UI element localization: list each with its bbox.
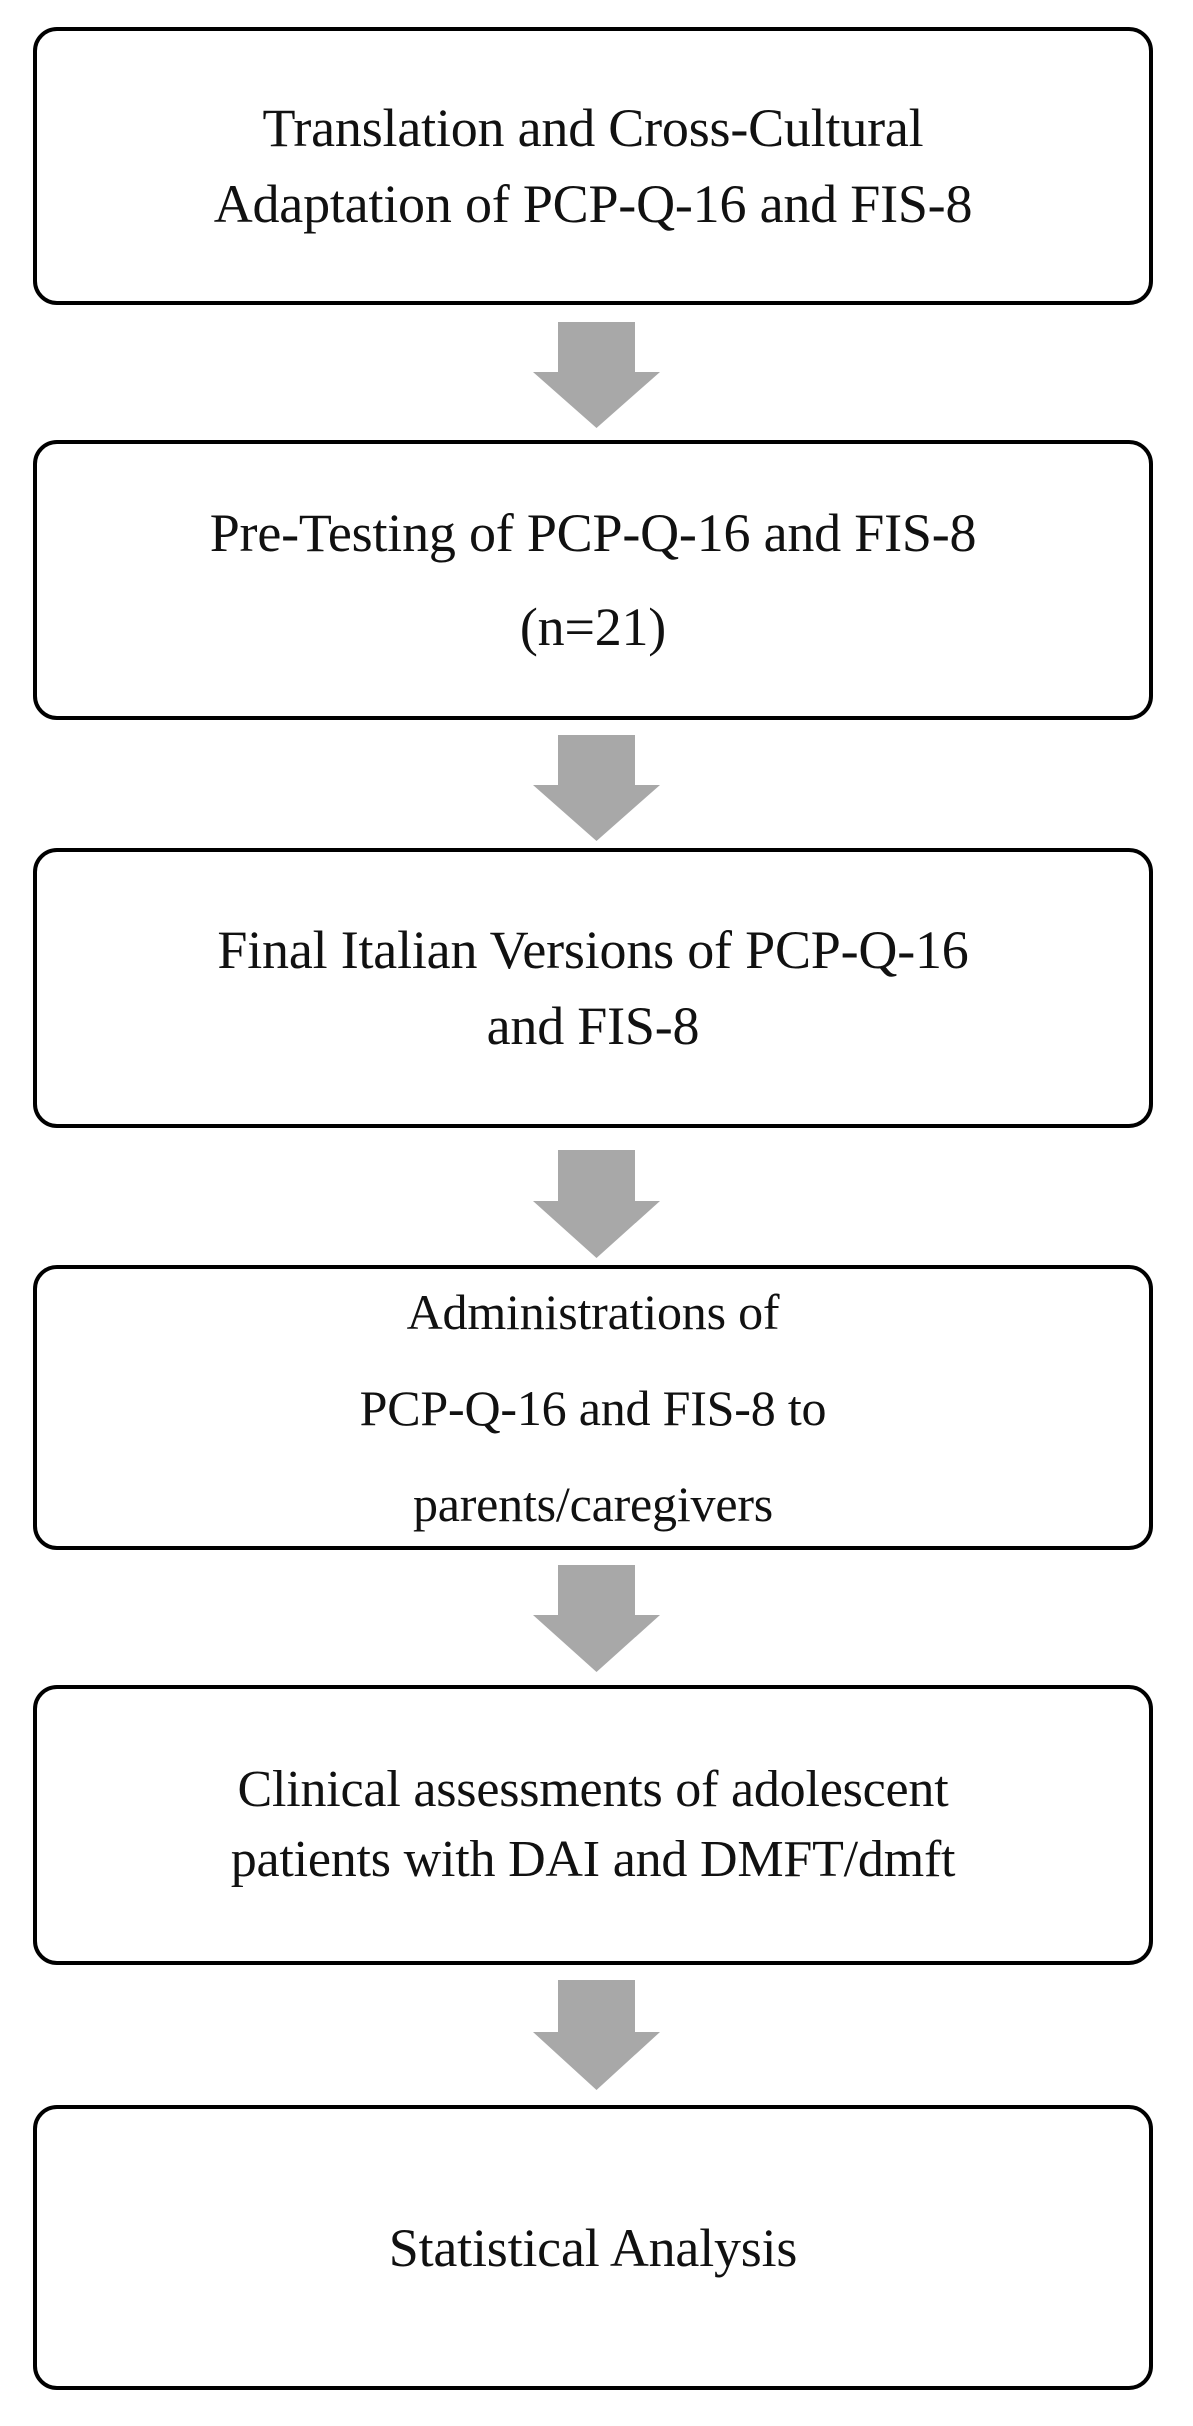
down-arrow-icon xyxy=(533,322,660,428)
flow-node-line: PCP-Q-16 and FIS-8 to xyxy=(359,1379,827,1436)
flow-node-translation-adaptation: Translation and Cross-Cultural Adaptatio… xyxy=(33,27,1153,305)
flow-node-final-italian-versions: Final Italian Versions of PCP-Q-16 and F… xyxy=(33,848,1153,1128)
down-arrow-icon xyxy=(533,1980,660,2090)
flow-node-line: parents/caregivers xyxy=(412,1475,774,1532)
flow-node-line: (n=21) xyxy=(519,597,667,657)
flow-node-line: Administrations of xyxy=(406,1283,780,1340)
flow-node-line: patients with DAI and DMFT/dmft xyxy=(230,1831,956,1888)
flow-node-line: Pre-Testing of PCP-Q-16 and FIS-8 xyxy=(209,503,977,563)
flow-node-line: Adaptation of PCP-Q-16 and FIS-8 xyxy=(213,174,973,234)
flow-node-line: Translation and Cross-Cultural xyxy=(262,98,924,158)
flow-node-pre-testing: Pre-Testing of PCP-Q-16 and FIS-8 (n=21) xyxy=(33,440,1153,720)
flow-node-line: and FIS-8 xyxy=(486,996,700,1056)
flow-node-line: Final Italian Versions of PCP-Q-16 xyxy=(217,920,969,980)
down-arrow-icon xyxy=(533,1565,660,1672)
flow-node-statistical-analysis: Statistical Analysis xyxy=(33,2105,1153,2390)
down-arrow-icon xyxy=(533,1150,660,1258)
flow-node-line: Clinical assessments of adolescent xyxy=(237,1761,949,1818)
down-arrow-icon xyxy=(533,735,660,841)
flow-node-line: Statistical Analysis xyxy=(388,2217,798,2278)
flow-node-clinical-assessments: Clinical assessments of adolescent patie… xyxy=(33,1685,1153,1965)
flow-node-administrations: Administrations of PCP-Q-16 and FIS-8 to… xyxy=(33,1265,1153,1550)
